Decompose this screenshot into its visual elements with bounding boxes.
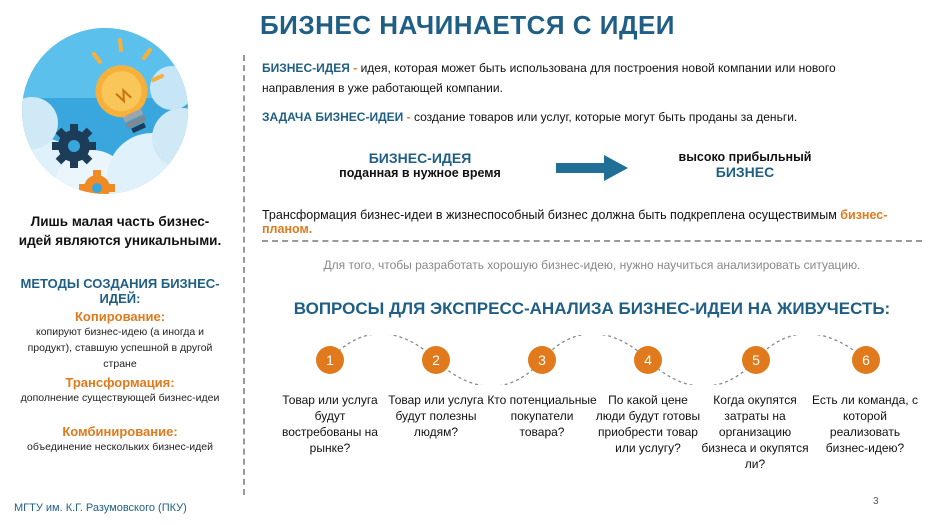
vertical-divider [243,55,245,495]
step-5-badge: 5 [742,346,770,374]
flow-left: БИЗНЕС-ИДЕЯ поданная в нужное время [330,150,510,180]
method-desc: объединение нескольких бизнес-идей [27,441,213,453]
gear-icon [52,124,96,168]
task-definition: ЗАДАЧА БИЗНЕС-ИДЕИ - создание товаров ил… [262,107,907,127]
flow-left-title: БИЗНЕС-ИДЕЯ [368,150,472,166]
transform-main: Трансформация бизнес-идеи в жизнеспособн… [262,208,841,222]
lightbulb-illustration [22,28,188,194]
question-5: Когда окупятся затраты на организацию би… [701,393,809,471]
questions-heading: ВОПРОСЫ ДЛЯ ЭКСПРЕСС-АНАЛИЗА БИЗНЕС-ИДЕИ… [293,299,891,318]
step-circle [852,346,880,374]
business-plan-highlight: бизнес-планом. [262,208,888,236]
analyse-text: Для того, чтобы разработать хорошую бизн… [323,258,861,272]
step-number: 4 [644,352,652,368]
method-desc: копируют бизнес-идею (а иногда и продукт… [27,326,213,370]
method-desc: дополнение существующей бизнес-идеи [20,392,220,404]
idea-key: БИЗНЕС-ИДЕЯ [262,61,350,75]
step-number: 2 [432,352,440,368]
step-circle [316,346,344,374]
question-1: Товар или услуга будут востребованы на р… [282,393,378,455]
unique-ideas-text: Лишь малая часть бизнес-идей являются ун… [18,214,222,248]
method-combination: Комбинирование: объединение нескольких б… [15,424,225,455]
step-1-badge: 1 [316,346,344,374]
question-4: По какой цене люди будут готовы приобрес… [595,393,701,455]
question-6: Есть ли команда, с которой реализовать б… [812,393,918,455]
step-circle [528,346,556,374]
page-title: БИЗНЕС НАЧИНАЕТСЯ С ИДЕИ [259,10,675,40]
method-transformation: Трансформация: дополнение существующей б… [15,375,225,406]
step-3-badge: 3 [528,346,556,374]
method-title: Копирование: [74,309,166,324]
idea-text: идея, которая может быть использована дл… [262,61,836,95]
task-text: создание товаров или услуг, которые могу… [413,110,798,124]
lightbulb-icon [95,65,148,134]
flow-right: высоко прибыльный БИЗНЕС [660,150,830,180]
step-circle [742,346,770,374]
step-4-badge: 4 [634,346,662,374]
step-number: 5 [752,352,760,368]
transform-text: Трансформация бизнес-идеи в жизнеспособн… [262,208,922,236]
method-title: Комбинирование: [62,424,178,439]
footer-university: МГТУ им. К.Г. Разумовского (ПКУ) [14,502,187,514]
flow-right-title: БИЗНЕС [715,164,775,180]
idea-definition: БИЗНЕС-ИДЕЯ - идея, которая может быть и… [262,58,907,98]
task-key: ЗАДАЧА БИЗНЕС-ИДЕИ [262,110,404,124]
task-dash: - [403,110,414,124]
question-2: Товар или услуга будут полезны людям? [388,393,484,439]
method-title: Трансформация: [65,375,175,390]
idea-dash: - [349,61,361,75]
flow-left-sub: поданная в нужное время [339,166,501,180]
horizontal-divider [262,240,922,242]
arrow-right-icon [556,155,628,181]
method-copying: Копирование: копируют бизнес-идею (а ино… [15,309,225,372]
flow-right-sub: высоко прибыльный [678,150,812,164]
question-3: Кто потенциальные покупатели товара? [487,393,597,439]
step-number: 6 [862,352,870,368]
step-2-badge: 2 [422,346,450,374]
step-number: 1 [326,352,334,368]
step-circle [422,346,450,374]
page-number: 3 [873,496,879,507]
steps-timeline: 1 2 3 4 5 6 [316,335,880,385]
step-6-badge: 6 [852,346,880,374]
step-circle [634,346,662,374]
methods-heading: МЕТОДЫ СОЗДАНИЯ БИЗНЕС-ИДЕЙ: [20,276,220,306]
step-number: 3 [538,352,546,368]
